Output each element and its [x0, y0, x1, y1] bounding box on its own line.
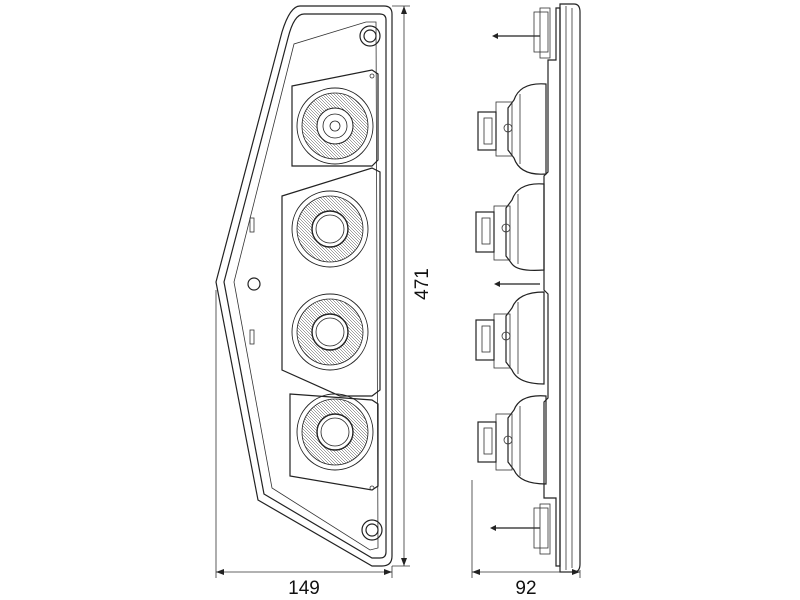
- small-tab-1: [249, 217, 255, 233]
- lens-3: [291, 293, 369, 371]
- mounting-stud-middle: [494, 281, 540, 287]
- lower-chamber: [289, 393, 379, 491]
- lamp-socket-2: [475, 183, 545, 271]
- housing-inner-outline: [223, 13, 387, 559]
- small-tab-2: [249, 329, 255, 345]
- side-housing-body: [543, 7, 561, 567]
- lamp-socket-3: [475, 291, 545, 385]
- housing-outline: [215, 5, 393, 567]
- side-lens-face: [559, 3, 581, 573]
- lens-2: [291, 190, 369, 268]
- small-pin-1: [369, 73, 375, 79]
- height-label: 471: [412, 268, 433, 300]
- mounting-stud-top: [492, 7, 551, 59]
- lamp-socket-1: [477, 83, 547, 175]
- depth-dimension: 92: [471, 480, 581, 599]
- upper-chamber: [291, 69, 379, 167]
- lens-1: [296, 87, 374, 165]
- width-label: 149: [288, 578, 320, 599]
- height-dimension: 471: [392, 5, 433, 567]
- center-hole: [247, 277, 261, 291]
- small-pin-2: [369, 485, 375, 491]
- width-dimension: 149: [215, 290, 393, 599]
- lens-4: [296, 393, 374, 471]
- middle-chamber: [281, 167, 381, 397]
- front-view: [215, 5, 393, 567]
- depth-label: 92: [515, 578, 536, 599]
- mounting-hole-bottom: [361, 519, 383, 541]
- housing-rim: [233, 21, 379, 551]
- side-view: [475, 3, 581, 573]
- mounting-stud-bottom: [490, 503, 551, 555]
- mounting-hole-top: [359, 25, 381, 47]
- lamp-socket-4: [477, 395, 547, 485]
